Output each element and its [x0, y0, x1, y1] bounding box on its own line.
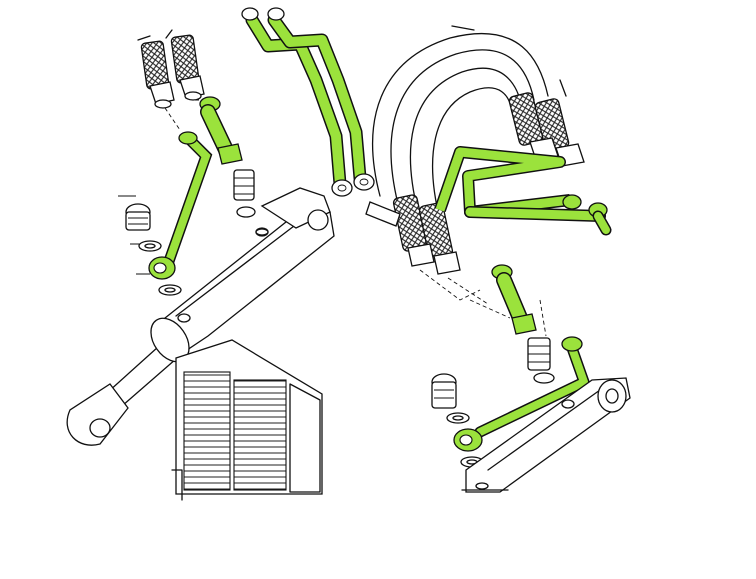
adapter-fitting-right — [527, 337, 555, 384]
adapter-fitting-left — [233, 169, 269, 236]
rigid-tube-right-long — [453, 336, 590, 452]
banjo-bolt-right — [431, 373, 457, 409]
hose-ends-top-left — [137, 29, 210, 131]
hydraulic-cylinder-right — [461, 377, 631, 493]
radiator-grille — [171, 339, 323, 501]
rigid-tube-left-long — [148, 131, 213, 280]
hose-assembly-braided — [365, 25, 585, 305]
rigid-tube-left-short — [199, 96, 243, 165]
banjo-bolt-left — [118, 195, 151, 231]
rigid-tube-middle-double — [241, 7, 375, 197]
rigid-tube-right-short — [469, 264, 547, 337]
sealing-washer-left — [130, 240, 182, 296]
rigid-tube-right-zigzag — [434, 146, 612, 236]
